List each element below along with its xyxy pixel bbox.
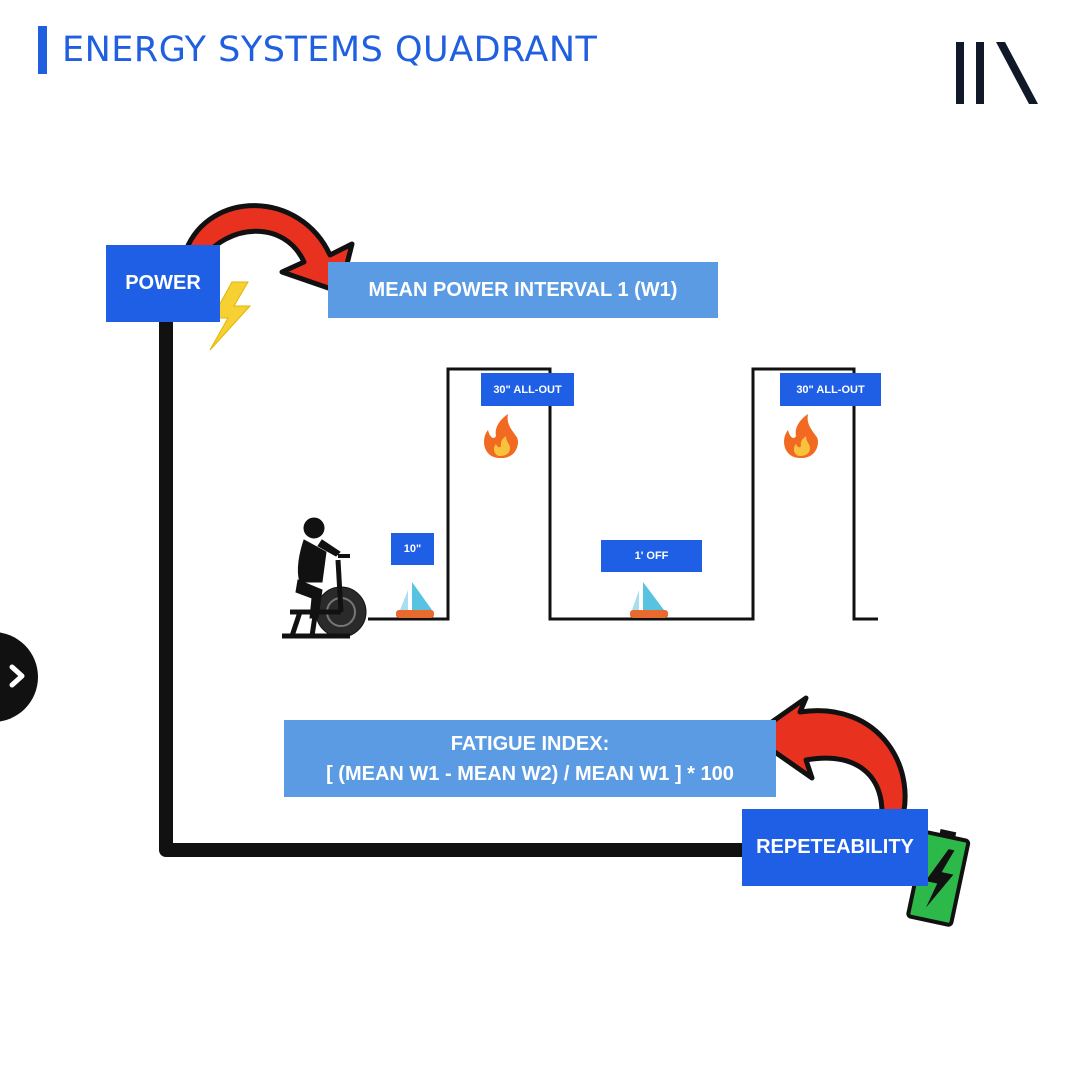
page-title: ENERGY SYSTEMS QUADRANT xyxy=(62,30,598,70)
chevron-right-icon[interactable] xyxy=(6,664,30,688)
repeatability-label: REPETEABILITY xyxy=(742,809,928,886)
fatigue-index-box: FATIGUE INDEX: [ (MEAN W1 - MEAN W2) / M… xyxy=(284,720,776,797)
curved-arrow-icon xyxy=(749,695,908,833)
mean-power-label: MEAN POWER INTERVAL 1 (W1) xyxy=(328,262,718,318)
fire-icon xyxy=(784,414,818,458)
rest-tag: 1' OFF xyxy=(601,540,702,572)
interval-waveform xyxy=(368,367,878,621)
power-label: POWER xyxy=(106,245,220,322)
cyclist-icon xyxy=(282,517,367,639)
fatigue-index-title: FATIGUE INDEX: xyxy=(450,732,610,755)
brand-logo-icon xyxy=(956,42,1038,104)
warmup-tag: 10" xyxy=(391,533,434,565)
sailboat-icon xyxy=(396,582,434,618)
connector-line xyxy=(159,315,767,857)
interval-1-tag: 30" ALL-OUT xyxy=(481,373,574,406)
sailboat-icon xyxy=(630,582,668,618)
fatigue-index-formula: [ (MEAN W1 - MEAN W2) / MEAN W1 ] * 100 xyxy=(326,762,734,785)
fire-icon xyxy=(484,414,518,458)
curved-arrow-icon xyxy=(183,203,355,295)
interval-2-tag: 30" ALL-OUT xyxy=(780,373,881,406)
title-accent-bar xyxy=(38,26,47,74)
